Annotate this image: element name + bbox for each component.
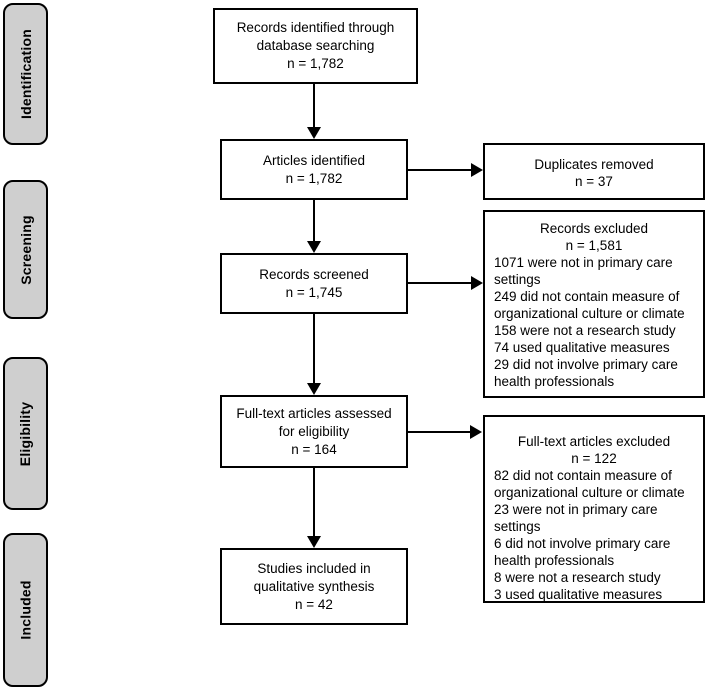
stage-identification: Identification [3,3,48,145]
arrowhead-down-icon [307,241,321,253]
box-records-identified: Records identified through database sear… [213,8,418,84]
duplicates-removed-count: n = 37 [575,174,613,189]
stage-identification-label: Identification [17,29,34,119]
stage-included: Included [3,533,48,687]
fulltext-excluded-count: n = 122 [571,451,617,466]
box-records-excluded: Records excluded n = 1,581 1071 were not… [483,210,705,398]
stage-eligibility: Eligibility [3,357,48,510]
arrow-shaft [313,84,315,128]
arrow-shaft [313,314,315,384]
arrowhead-right-icon [470,425,482,439]
arrowhead-right-icon [471,276,483,290]
exclusion-reason: 249 did not contain measure of organizat… [494,289,685,321]
arrow-shaft [408,431,471,433]
exclusion-reason: 29 did not involve primary care health p… [494,357,678,389]
records-excluded-reasons: 1071 were not in primary care settings 2… [485,254,703,390]
exclusion-reason: 6 did not involve primary care health pr… [494,536,671,568]
records-excluded-count: n = 1,581 [565,238,623,253]
box-studies-included: Studies included in qualitative synthesi… [220,548,408,625]
arrowhead-right-icon [471,163,483,177]
arrowhead-down-icon [307,536,321,548]
box-fulltext-assessed: Full-text articles assessed for eligibil… [220,395,408,468]
arrow-shaft [408,169,472,171]
exclusion-reason: 82 did not contain measure of organizati… [494,468,685,500]
arrowhead-down-icon [307,127,321,139]
exclusion-reason: 3 used qualitative measures [494,587,663,602]
fulltext-excluded-title: Full-text articles excluded [517,434,671,449]
box-fulltext-excluded: Full-text articles excluded n = 122 82 d… [483,415,705,603]
box-articles-identified: Articles identified n = 1,782 [220,139,408,200]
fulltext-excluded-reasons: 82 did not contain measure of organizati… [485,467,703,603]
box-duplicates-removed: Duplicates removed n = 37 [483,143,705,200]
duplicates-removed-title: Duplicates removed [534,157,654,172]
arrow-shaft [408,282,472,284]
exclusion-reason: 158 were not a research study [494,323,676,338]
exclusion-reason: 8 were not a research study [494,570,661,585]
box-records-screened: Records screened n = 1,745 [220,253,408,314]
exclusion-reason: 74 used qualitative measures [494,340,670,355]
exclusion-reason: 23 were not in primary care settings [494,502,658,534]
stage-eligibility-label: Eligibility [17,401,34,466]
stage-screening-label: Screening [17,214,34,285]
arrowhead-down-icon [307,383,321,395]
arrow-shaft [313,200,315,242]
stage-included-label: Included [17,580,34,640]
arrow-shaft [313,468,315,537]
records-excluded-title: Records excluded [539,221,649,236]
stage-screening: Screening [3,180,48,319]
exclusion-reason: 1071 were not in primary care settings [494,255,673,287]
